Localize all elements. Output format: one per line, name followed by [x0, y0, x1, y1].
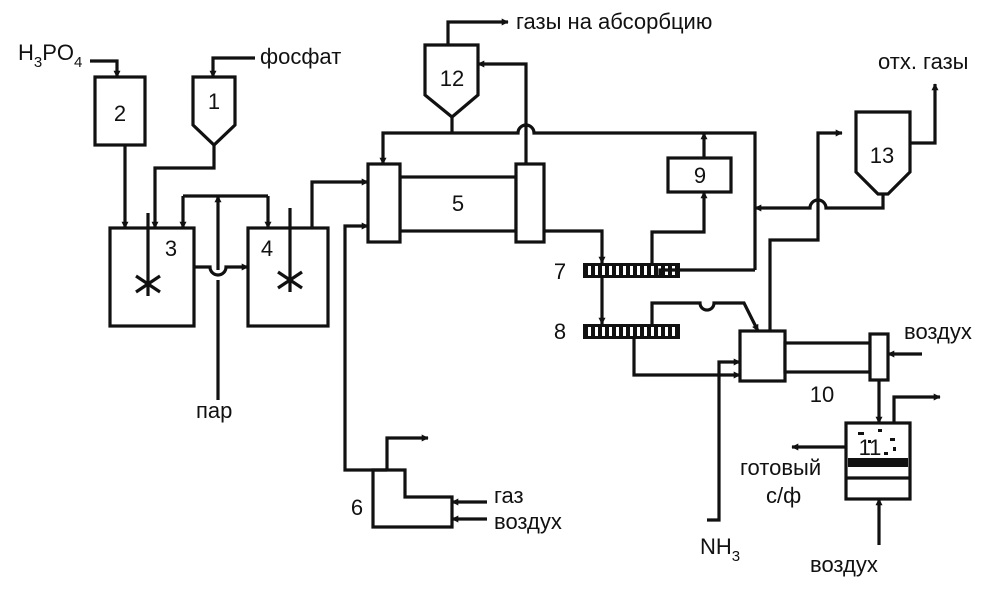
phosphate-hopper-1 [191, 75, 237, 148]
label-unit-10: 10 [810, 382, 834, 407]
drum-feed-end-5 [366, 162, 402, 244]
line-5-to-12 [477, 60, 528, 164]
label-unit-11: 11 [859, 435, 882, 460]
reactor-3 [108, 226, 196, 328]
line-6-outlet [385, 434, 429, 470]
unit-9 [666, 156, 733, 194]
label-unit-9: 9 [694, 163, 706, 188]
cooler-11-grid [848, 458, 908, 467]
line-7-to-9 [650, 191, 708, 263]
label-unit-7: 7 [554, 259, 566, 284]
label-gas: газ [494, 483, 524, 508]
label-steam: пар [196, 398, 232, 423]
phosphate-feed-line [209, 56, 255, 78]
line-4-to-5 [310, 178, 369, 228]
label-unit-5: 5 [452, 191, 464, 216]
drum-discharge-end-5 [514, 162, 546, 244]
line-3-to-4 [194, 263, 249, 277]
dryer-drum-10 [783, 341, 872, 374]
label-product-line2: с/ф [766, 483, 801, 508]
line-6-to-5 [343, 222, 387, 472]
label-unit-3: 3 [165, 236, 177, 261]
line-8-underflow-to-10 [632, 339, 741, 379]
label-unit-13: 13 [870, 143, 894, 168]
label-air-6: воздух [494, 509, 562, 534]
label-unit-8: 8 [554, 319, 566, 344]
dryer-discharge-10 [868, 332, 890, 382]
label-gases-absorption: газы на абсорбцию [516, 9, 712, 34]
line-1-to-3 [151, 145, 216, 229]
cooler-11-particles [858, 429, 896, 455]
nh3-feed-line [707, 358, 741, 522]
label-exhaust-gases: отх. газы [878, 49, 968, 74]
line-5-to-7 [544, 229, 606, 264]
line-7-return [658, 268, 755, 278]
line-13-exhaust [910, 83, 939, 145]
label-unit-2: 2 [114, 101, 126, 126]
conveyor-8 [583, 324, 680, 339]
line-11-outlet [892, 393, 941, 423]
line-13-return [754, 194, 885, 212]
label-phosphate: фосфат [260, 44, 341, 69]
acid-tank-2 [93, 75, 147, 147]
furnace-6 [371, 468, 454, 529]
label-unit-12: 12 [440, 66, 464, 91]
label-air-11: воздух [810, 552, 878, 577]
h3po4-feed-line [90, 59, 121, 78]
label-nh3: NH3 [700, 534, 740, 565]
line-8-to-10 [650, 301, 760, 332]
label-unit-1: 1 [208, 89, 220, 114]
agitator-3 [135, 213, 161, 296]
label-unit-6: 6 [351, 495, 363, 520]
label-unit-4: 4 [261, 236, 273, 261]
label-product-line1: готовый [740, 455, 821, 480]
dryer-feed-chamber-10 [738, 329, 787, 383]
label-h3po4: H3PO4 [18, 40, 82, 71]
line-10-to-13 [768, 129, 843, 331]
cyclone-13 [854, 110, 912, 196]
line-12-to-absorption [446, 18, 509, 45]
recycle-header [379, 123, 757, 270]
agitator-4 [277, 208, 303, 292]
cyclone-12 [423, 43, 480, 120]
label-air-10: воздух [904, 319, 972, 344]
